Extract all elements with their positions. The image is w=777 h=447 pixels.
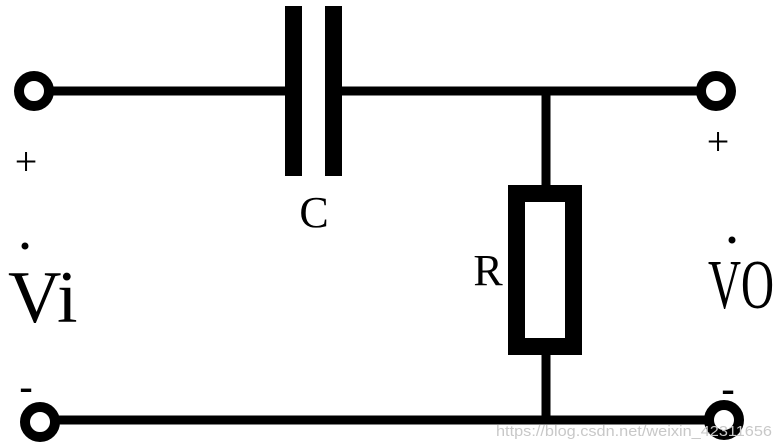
output-terminal-bottom	[704, 400, 744, 440]
input-terminal-bottom	[20, 402, 60, 442]
output-voltage-symbol: V	[708, 247, 741, 324]
watermark-url: https://blog.csdn.net/weixin_42311656	[496, 423, 772, 440]
output-terminal-top	[696, 71, 736, 111]
input-voltage-label: Vi	[8, 257, 78, 339]
output-plus-sign: +	[707, 119, 730, 164]
resistor-label: R	[473, 246, 503, 295]
capacitor-label: C	[299, 188, 328, 237]
input-plus-sign: +	[15, 139, 38, 184]
output-voltage-subscript: O	[741, 247, 774, 324]
resistor-body	[508, 185, 582, 355]
input-voltage-phasor-dot	[21, 242, 29, 250]
input-minus-sign: -	[19, 364, 32, 409]
capacitor-plate-left	[285, 6, 302, 176]
output-voltage-label: VO	[708, 247, 774, 324]
output-minus-sign: -	[721, 366, 734, 411]
capacitor-plate-right	[325, 6, 342, 176]
input-voltage-symbol: V	[8, 257, 61, 339]
input-terminal-top	[14, 71, 54, 111]
input-voltage-subscript: i	[57, 257, 78, 339]
output-voltage-phasor-dot	[728, 236, 736, 244]
